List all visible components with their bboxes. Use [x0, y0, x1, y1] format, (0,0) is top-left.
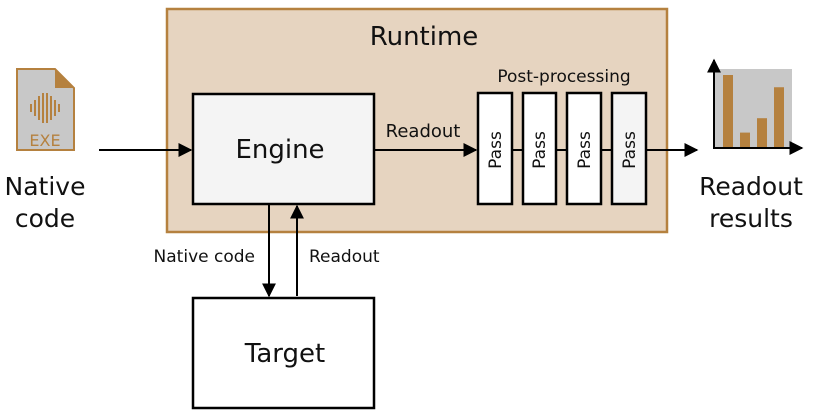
target-box[interactable] [191, 296, 376, 410]
chart-icon-bar [774, 87, 784, 147]
engine-label: Engine [235, 135, 324, 165]
pass-label: Pass [486, 131, 506, 169]
exe-badge: EXE [29, 131, 60, 150]
pass-label: Pass [530, 131, 550, 169]
pass-box-4[interactable]: Pass [610, 91, 648, 206]
readout-up-edge-label: Readout [309, 247, 380, 267]
pass-label: Pass [575, 131, 595, 169]
pass-box-2[interactable]: Pass [521, 91, 558, 206]
input-label-line1: Native [5, 172, 86, 201]
readout-edge-label: Readout [386, 121, 461, 142]
chart-icon-bar [757, 118, 767, 147]
chart-icon-bar [740, 132, 750, 147]
results-chart-icon [707, 58, 804, 155]
pass-box-1[interactable]: Pass [476, 91, 514, 206]
runtime-title: Runtime [370, 22, 479, 52]
chart-icon-bar [723, 75, 733, 147]
input-label-line2: code [15, 204, 75, 233]
post-processing-title: Post-processing [497, 67, 630, 87]
native-code-edge-label: Native code [154, 247, 255, 267]
target-label: Target [244, 339, 325, 369]
output-label-line2: results [709, 204, 793, 233]
pass-box-3[interactable]: Pass [565, 91, 603, 206]
pass-label: Pass [620, 131, 640, 169]
exe-file-icon: EXE [16, 68, 75, 151]
engine-box[interactable] [191, 92, 376, 206]
output-label-line1: Readout [699, 172, 803, 201]
